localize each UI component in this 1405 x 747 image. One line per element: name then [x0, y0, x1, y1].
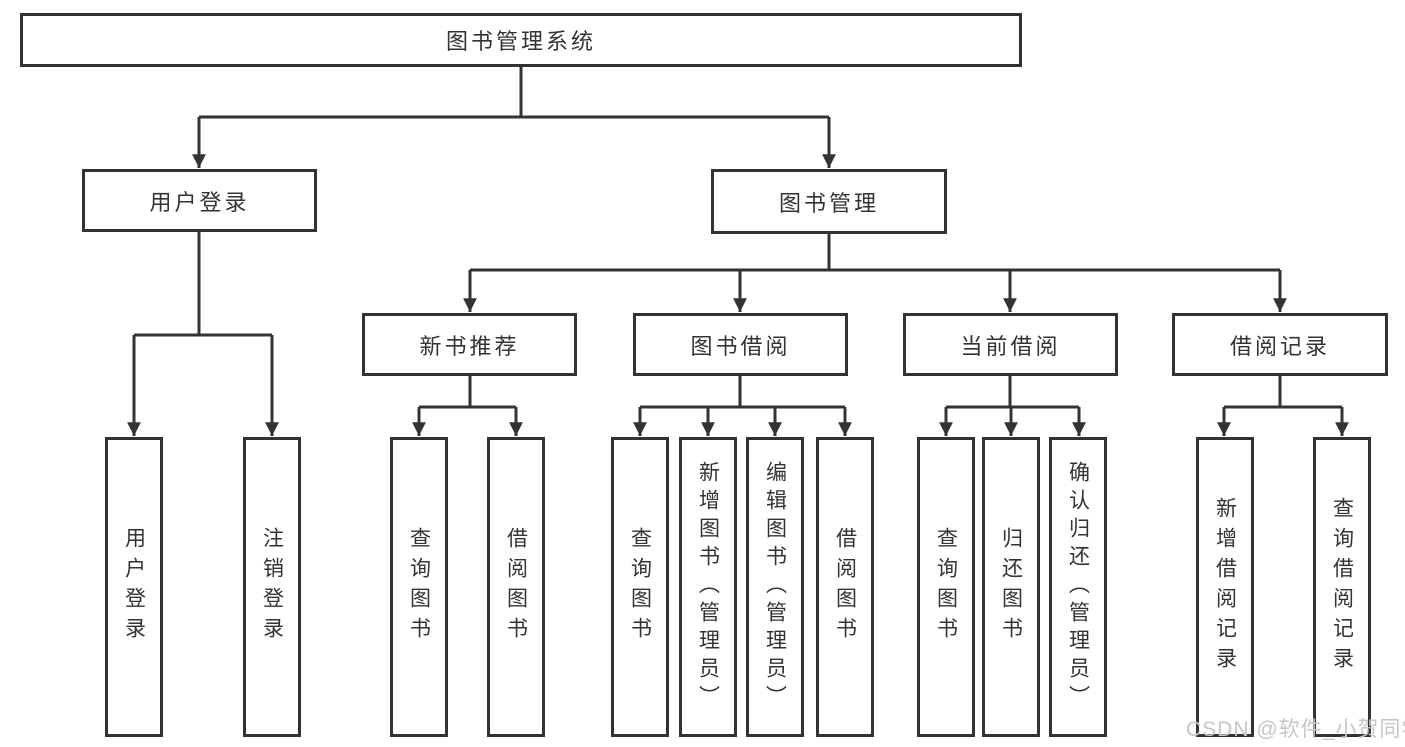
- node-borrow-books: 借阅图书: [816, 437, 874, 737]
- node-edit-book-admin: 编辑图书（管理员）: [746, 437, 804, 737]
- connector-root: [192, 67, 836, 168]
- node-current-borrowing: 当前借阅: [903, 313, 1118, 376]
- node-borrow-books-recommend: 借阅图书: [487, 437, 545, 737]
- node-query-books-current: 查询图书: [917, 437, 975, 737]
- node-new-book-recommendation: 新书推荐: [362, 313, 577, 376]
- connector-new-book-recommendation: [412, 376, 523, 436]
- node-book-management: 图书管理: [711, 169, 947, 234]
- connector-book-borrowing: [633, 376, 852, 436]
- node-query-borrowing-record: 查询借阅记录: [1313, 437, 1371, 737]
- node-book-borrowing: 图书借阅: [633, 313, 848, 376]
- connector-user-login: [127, 232, 279, 436]
- connector-borrowing-records: [1217, 376, 1349, 436]
- node-logout-action: 注销登录: [243, 437, 301, 737]
- node-user-login: 用户登录: [82, 169, 317, 232]
- node-user-login-action: 用户登录: [105, 437, 163, 737]
- node-confirm-return-admin: 确认归还（管理员）: [1049, 437, 1107, 737]
- node-query-books-recommend: 查询图书: [390, 437, 448, 737]
- node-return-books: 归还图书: [982, 437, 1040, 737]
- node-borrowing-records: 借阅记录: [1172, 313, 1388, 376]
- connector-current-borrowing: [939, 376, 1086, 436]
- csdn-watermark: CSDN @软件_小贺同学: [1186, 718, 1405, 741]
- node-library-management-system: 图书管理系统: [20, 13, 1022, 67]
- node-add-borrowing-record: 新增借阅记录: [1196, 437, 1254, 737]
- connector-book-management: [463, 234, 1287, 312]
- node-add-book-admin: 新增图书（管理员）: [679, 437, 737, 737]
- node-query-books-borrow: 查询图书: [611, 437, 669, 737]
